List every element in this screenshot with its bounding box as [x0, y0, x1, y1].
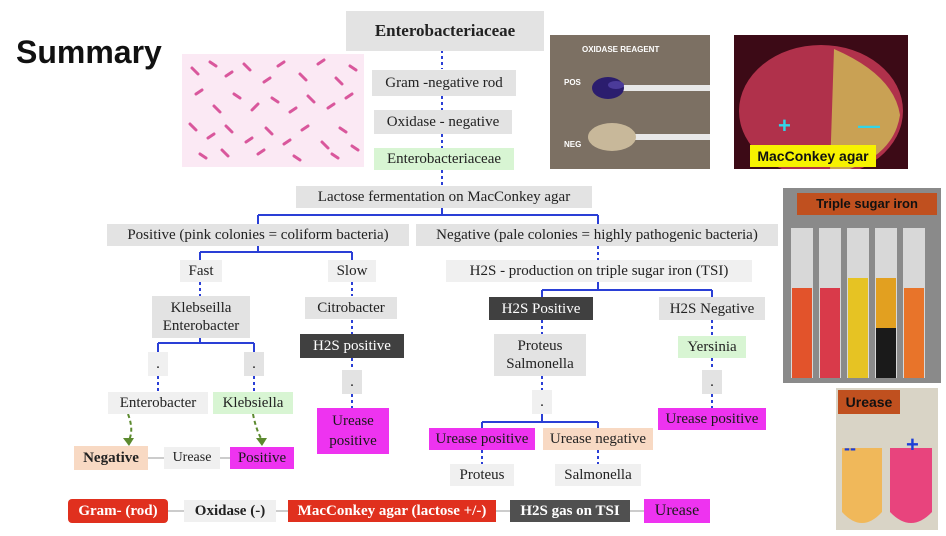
proteus-node: Proteus [450, 464, 514, 486]
reference-oxidase: Oxidase (-) [184, 500, 276, 522]
yersinia-urease-positive-node: Urease positive [658, 408, 766, 430]
enterobacter-node: Enterobacter [108, 392, 208, 414]
macconkey-agar-label: MacConkey agar [750, 145, 876, 167]
reference-macconkey: MacConkey agar (lactose +/-) [288, 500, 496, 522]
gram-negative-node: Gram -negative rod [372, 70, 516, 96]
urease-negative-result: Negative [74, 446, 148, 470]
lactose-negative-node: Negative (pale colonies = highly pathoge… [416, 224, 778, 246]
citrobacter-h2s-positive-node: H2S positive [300, 334, 404, 358]
lactose-fermentation-node: Lactose fermentation on MacConkey agar [296, 186, 592, 208]
gram-negative-rods-icon [188, 58, 360, 162]
reference-urease: Urease [644, 499, 710, 523]
salmonella-node: Salmonella [555, 464, 641, 486]
yersinia-node: Yersinia [678, 336, 746, 358]
h2s-tsi-node: H2S - production on triple sugar iron (T… [446, 260, 752, 282]
fast-node: Fast [180, 260, 222, 282]
urease-minus-sign: -- [844, 438, 856, 458]
urease-negative-node: Urease negative [543, 428, 653, 450]
reference-gram-negative: Gram- (rod) [68, 499, 168, 523]
h2s-positive-node: H2S Positive [489, 297, 593, 320]
lactose-positive-node: Positive (pink colonies = coliform bacte… [107, 224, 409, 246]
klebseilla-enterobacter-node: Klebseilla Enterobacter [152, 296, 250, 338]
h2s-negative-node: H2S Negative [659, 297, 765, 320]
proteus-salmonella-node: Proteus Salmonella [494, 334, 586, 376]
swab-icon [588, 77, 710, 151]
page-title: Summary [16, 34, 162, 70]
citrobacter-urease-positive-node: Urease positive [317, 408, 389, 454]
urease-tubes-icon [842, 448, 932, 523]
urease-test-node: Urease [164, 447, 220, 469]
urease-positive-result: Positive [230, 447, 294, 469]
klebsiella-dot-node: . [244, 352, 264, 376]
oxidase-reagent-title: OXIDASE REAGENT [582, 45, 660, 54]
macconkey-plus-sign: + [778, 113, 791, 138]
reference-h2s-gas: H2S gas on TSI [510, 500, 630, 522]
gram-stain-image [182, 54, 364, 167]
oxidase-neg-label: NEG [564, 140, 582, 149]
oxidase-pos-label: POS [564, 78, 581, 87]
urease-plus-sign: + [906, 432, 919, 457]
yersinia-dot-node: . [702, 370, 722, 394]
oxidase-reagent-image: OXIDASE REAGENT POS NEG [550, 35, 710, 169]
proteus-salmonella-dot-node: . [532, 390, 552, 414]
root-node: Enterobacteriaceae [346, 11, 544, 51]
urease-photo-label: Urease [838, 390, 900, 414]
agar-plate-icon [739, 45, 903, 169]
macconkey-minus-sign: — [858, 113, 880, 138]
klebsiella-node: Klebsiella [213, 392, 293, 414]
tsi-tubes-icon [791, 228, 925, 378]
macconkey-agar-image: + — MacConkey agar [734, 35, 908, 169]
triple-sugar-iron-image: Triple sugar iron [783, 188, 941, 383]
tsi-label: Triple sugar iron [797, 193, 937, 215]
family-node: Enterobacteriaceae [374, 148, 514, 170]
enterobacter-dot-node: . [148, 352, 168, 376]
urease-positive-node: Urease positive [429, 428, 535, 450]
urease-image: Urease -- + [836, 388, 938, 530]
citrobacter-node: Citrobacter [305, 297, 397, 319]
oxidase-negative-node: Oxidase - negative [374, 110, 512, 134]
slow-node: Slow [328, 260, 376, 282]
citrobacter-dot-node: . [342, 370, 362, 394]
